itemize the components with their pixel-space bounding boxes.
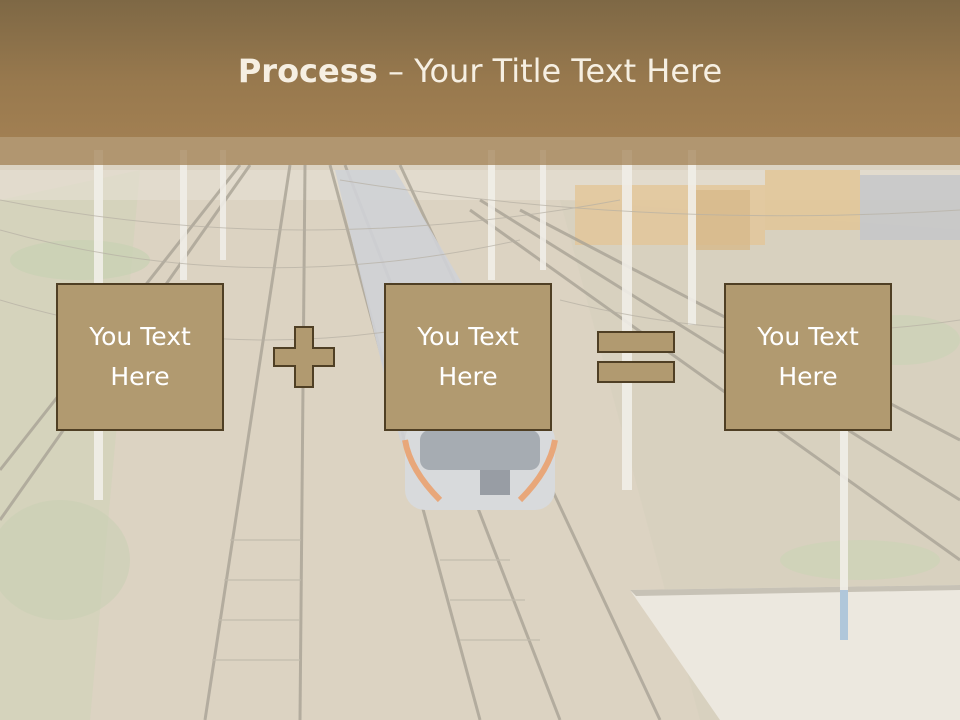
- box-1-line-1: You Text: [89, 322, 191, 351]
- title-bar: [0, 0, 960, 137]
- box-2-line-2: Here: [438, 362, 498, 391]
- title-band: [0, 137, 960, 165]
- process-box-1[interactable]: You Text Here: [56, 283, 224, 431]
- process-box-3[interactable]: You Text Here: [724, 283, 892, 431]
- equals-icon: [597, 331, 675, 383]
- box-1-line-2: Here: [110, 362, 170, 391]
- process-box-2[interactable]: You Text Here: [384, 283, 552, 431]
- plus-icon: [273, 326, 335, 388]
- title-bold: Process: [237, 52, 378, 90]
- box-3-line-2: Here: [778, 362, 838, 391]
- box-3-line-1: You Text: [757, 322, 859, 351]
- box-2-line-1: You Text: [417, 322, 519, 351]
- title-rest: – Your Title Text Here: [377, 52, 723, 90]
- slide-title: Process – Your Title Text Here: [0, 52, 960, 90]
